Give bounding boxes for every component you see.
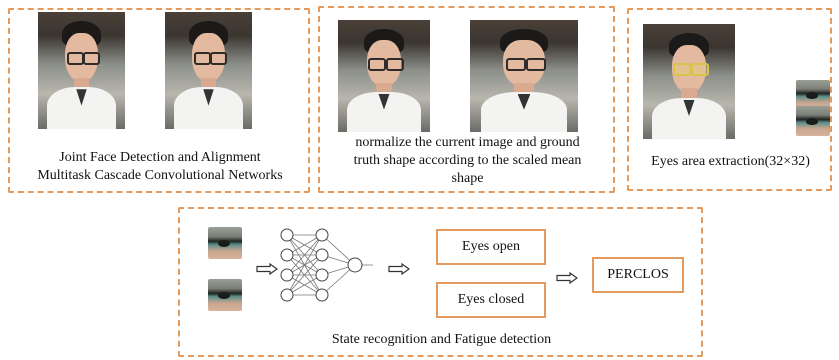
face-photo (38, 12, 125, 129)
perclos-box: PERCLOS (592, 257, 684, 293)
caption-line: truth shape according to the scaled mean (353, 153, 582, 168)
state-recognition-panel: Eyes open Eyes closed PERCLOS State reco… (178, 207, 703, 357)
normalization-panel: normalize the current image and ground t… (318, 6, 615, 193)
neural-network-icon (280, 228, 373, 302)
caption-line: shape (451, 171, 484, 186)
caption-line: normalize the current image and ground (355, 135, 580, 150)
normalization-caption: normalize the current image and ground t… (326, 134, 609, 188)
hollow-arrow-icon (388, 263, 410, 275)
state-recognition-caption: State recognition and Fatigue detection (331, 332, 552, 347)
eye-crop (208, 227, 242, 259)
face-photo (470, 20, 578, 132)
eye-crop (208, 279, 242, 311)
eyes-closed-box: Eyes closed (436, 282, 546, 318)
eyes-open-label: Eyes open (462, 239, 520, 254)
caption-line: Multitask Cascade Convolutional Networks (37, 168, 283, 183)
eye-crop (796, 80, 830, 110)
face-photo (338, 20, 430, 132)
face-detection-caption: Joint Face Detection and Alignment Multi… (10, 149, 310, 185)
hollow-arrow-icon (556, 272, 578, 284)
eyes-closed-label: Eyes closed (457, 292, 525, 307)
eyes-extraction-panel: Eyes area extraction(32×32) (627, 8, 832, 191)
caption-line: Joint Face Detection and Alignment (59, 150, 261, 165)
face-photo (643, 24, 735, 139)
perclos-label: PERCLOS (607, 267, 669, 282)
eyes-open-box: Eyes open (436, 229, 546, 265)
eyes-extraction-caption: Eyes area extraction(32×32) (651, 154, 810, 169)
face-detection-panel: Joint Face Detection and Alignment Multi… (8, 8, 310, 193)
eye-crop (796, 106, 830, 136)
hollow-arrow-icon (256, 263, 278, 275)
face-photo (165, 12, 252, 129)
